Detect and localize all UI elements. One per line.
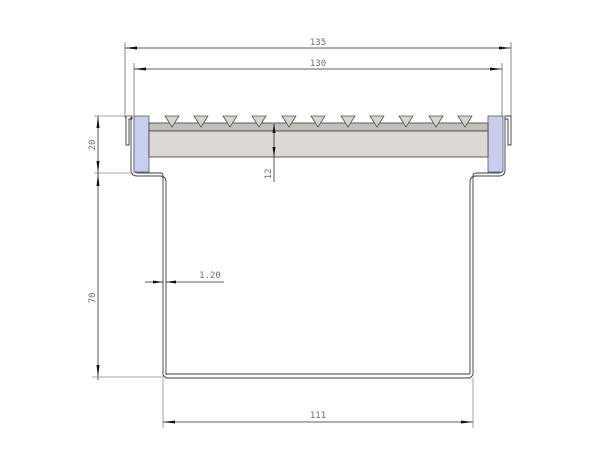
dimension-wall-thickness: 1.20 xyxy=(145,271,224,284)
frame-block-right xyxy=(487,115,504,173)
dimension-grate-thickness: 12 xyxy=(264,123,276,182)
dim-label-111: 111 xyxy=(310,411,326,421)
grate-body xyxy=(148,130,489,158)
dim-label-12: 12 xyxy=(264,169,274,180)
sheet-metal-profile xyxy=(125,115,512,379)
dim-label-20: 20 xyxy=(88,140,98,151)
dim-label-1-20: 1.20 xyxy=(199,271,221,281)
dimension-frame-width: 130 xyxy=(133,59,503,116)
dim-label-135: 135 xyxy=(310,38,326,48)
grate-teeth xyxy=(164,115,473,128)
dimension-body-width: 111 xyxy=(162,378,474,428)
dim-label-70: 70 xyxy=(88,293,98,304)
dimension-body-depth: 70 xyxy=(88,174,165,378)
dimension-overall-width: 135 xyxy=(124,38,512,118)
dimension-grate-height: 20 xyxy=(88,115,134,380)
frame-block-left xyxy=(133,115,150,173)
dim-label-130: 130 xyxy=(310,59,326,69)
grate xyxy=(148,115,489,158)
